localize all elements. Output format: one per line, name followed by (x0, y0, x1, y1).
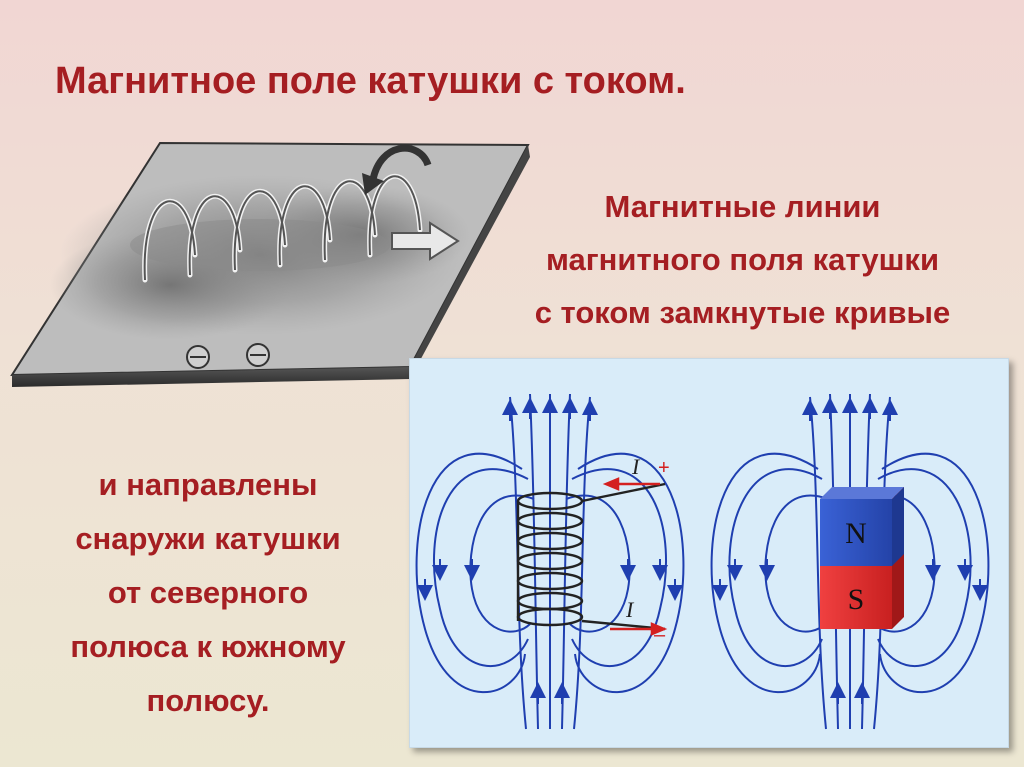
iron-filings-illustration (10, 141, 530, 387)
text-line: с током замкнутые кривые (534, 295, 951, 330)
bar-magnet (820, 487, 904, 629)
text-line: полюсу. (146, 683, 270, 718)
plus-sign: + (658, 457, 670, 479)
direction-text: и направлены снаружи катушки от северног… (22, 458, 394, 728)
current-label-bottom: I (625, 597, 635, 622)
closed-lines-text: Магнитные линии магнитного поля катушки … (470, 180, 1015, 339)
slide-title: Магнитное поле катушки с током. (55, 60, 686, 102)
south-pole-label: S (848, 583, 865, 616)
current-label-top: I (631, 454, 641, 479)
current-arrows (602, 477, 668, 636)
text-line: полюса к южному (70, 629, 346, 664)
text-line: от северного (107, 575, 309, 610)
text-line: Магнитные линии (604, 189, 881, 224)
minus-sign: – (654, 624, 666, 646)
coil (516, 482, 666, 631)
text-line: и направлены (98, 467, 318, 502)
text-line: снаружи катушки (75, 521, 341, 556)
text-line: магнитного поля катушки (546, 242, 939, 277)
coil-field-lines (415, 393, 685, 730)
field-lines-diagram: I + I – (409, 358, 1009, 748)
north-pole-label: N (845, 517, 867, 550)
iron-filings-photo (0, 135, 540, 395)
